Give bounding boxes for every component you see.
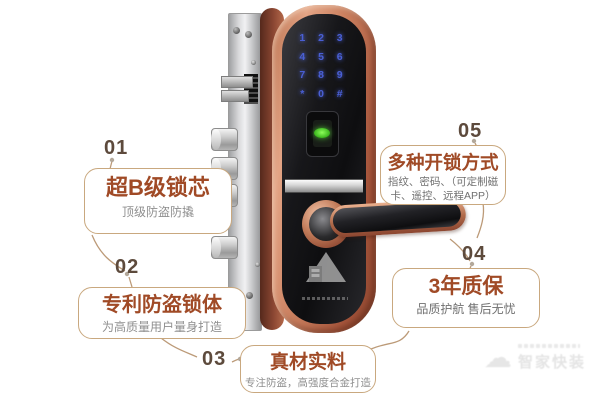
brand-house-logo-icon bbox=[306, 252, 346, 294]
keypad-key[interactable]: 3 bbox=[336, 32, 343, 45]
latch-bolt bbox=[221, 90, 249, 102]
callout-subtitle: 为高质量用户量身打造 bbox=[101, 320, 222, 334]
keypad-key[interactable]: 8 bbox=[318, 69, 324, 82]
callout-number-02: 02 bbox=[115, 256, 140, 278]
leader-box2-to-03 bbox=[160, 337, 198, 358]
keypad-key[interactable]: # bbox=[336, 87, 343, 100]
callout-box-warranty: 3年质保 品质护航 售后无忧 bbox=[392, 268, 540, 328]
keypad-key[interactable]: 9 bbox=[336, 69, 343, 82]
keypad-key[interactable]: * bbox=[300, 87, 305, 100]
keypad-key[interactable]: 4 bbox=[299, 50, 306, 63]
callout-subtitle: 指纹、密码、（可定制磁卡、遥控、远程APP） bbox=[387, 176, 499, 202]
faceplate-screw-hole bbox=[233, 27, 240, 34]
watermark: ☁ 智家快装 bbox=[484, 344, 586, 372]
keypad-key[interactable]: 0 bbox=[318, 87, 324, 100]
watermark-small-text-marks bbox=[518, 344, 580, 348]
fingerprint-reader[interactable] bbox=[306, 111, 339, 157]
keypad-key[interactable]: 5 bbox=[318, 50, 324, 63]
callout-box-materials: 真材实料 专注防盗，高强度合金打造 bbox=[240, 345, 376, 393]
faceplate-screw bbox=[255, 262, 260, 267]
fingerprint-green-light bbox=[314, 128, 330, 138]
keypad-key[interactable]: 2 bbox=[318, 32, 324, 45]
keypad-key[interactable]: 1 bbox=[299, 32, 306, 45]
callout-title: 超B级锁芯 bbox=[106, 175, 210, 200]
keypad-key[interactable]: 6 bbox=[336, 50, 343, 63]
brand-logo-caption-marks bbox=[302, 297, 348, 300]
callout-title: 专利防盗锁体 bbox=[102, 294, 222, 316]
callout-box-lock-cylinder: 超B级锁芯 顶级防盗防撬 bbox=[84, 168, 232, 234]
latch-bolt bbox=[221, 76, 253, 88]
callout-number-01: 01 bbox=[104, 137, 129, 159]
callout-subtitle: 品质护航 售后无忧 bbox=[416, 302, 516, 317]
faceplate-screw-hole bbox=[245, 31, 252, 38]
callout-number-04: 04 bbox=[462, 243, 487, 265]
faceplate-screw bbox=[251, 60, 256, 65]
callout-title: 真材实料 bbox=[269, 352, 346, 373]
silver-trim-band bbox=[285, 179, 363, 193]
leader-03-to-box3 bbox=[231, 358, 240, 363]
faceplate-screw-hole bbox=[246, 292, 253, 299]
callout-subtitle: 专注防盗，高强度合金打造 bbox=[245, 376, 371, 389]
callout-number-05: 05 bbox=[458, 120, 483, 142]
callout-box-unlock-methods: 多种开锁方式 指纹、密码、（可定制磁卡、遥控、远程APP） bbox=[380, 145, 506, 205]
cloud-icon: ☁ bbox=[484, 342, 512, 373]
deadbolt-1 bbox=[211, 128, 238, 151]
leader-box3-to-box4 bbox=[370, 330, 410, 350]
callout-subtitle: 顶级防盗防撬 bbox=[121, 205, 194, 220]
fingerprint-window bbox=[313, 120, 332, 147]
callout-box-lock-body: 专利防盗锁体 为高质量用户量身打造 bbox=[78, 287, 246, 339]
watermark-brand-text: 智家快装 bbox=[518, 354, 587, 371]
callout-title: 多种开锁方式 bbox=[387, 152, 499, 173]
leader-box5-down bbox=[476, 202, 485, 239]
deadbolt-4 bbox=[211, 236, 238, 259]
touch-keypad[interactable]: 1 2 3 4 5 6 7 8 9 * 0 # bbox=[293, 29, 349, 103]
keypad-key[interactable]: 7 bbox=[299, 69, 306, 82]
callout-title: 3年质保 bbox=[428, 275, 504, 298]
callout-number-03: 03 bbox=[202, 348, 227, 370]
